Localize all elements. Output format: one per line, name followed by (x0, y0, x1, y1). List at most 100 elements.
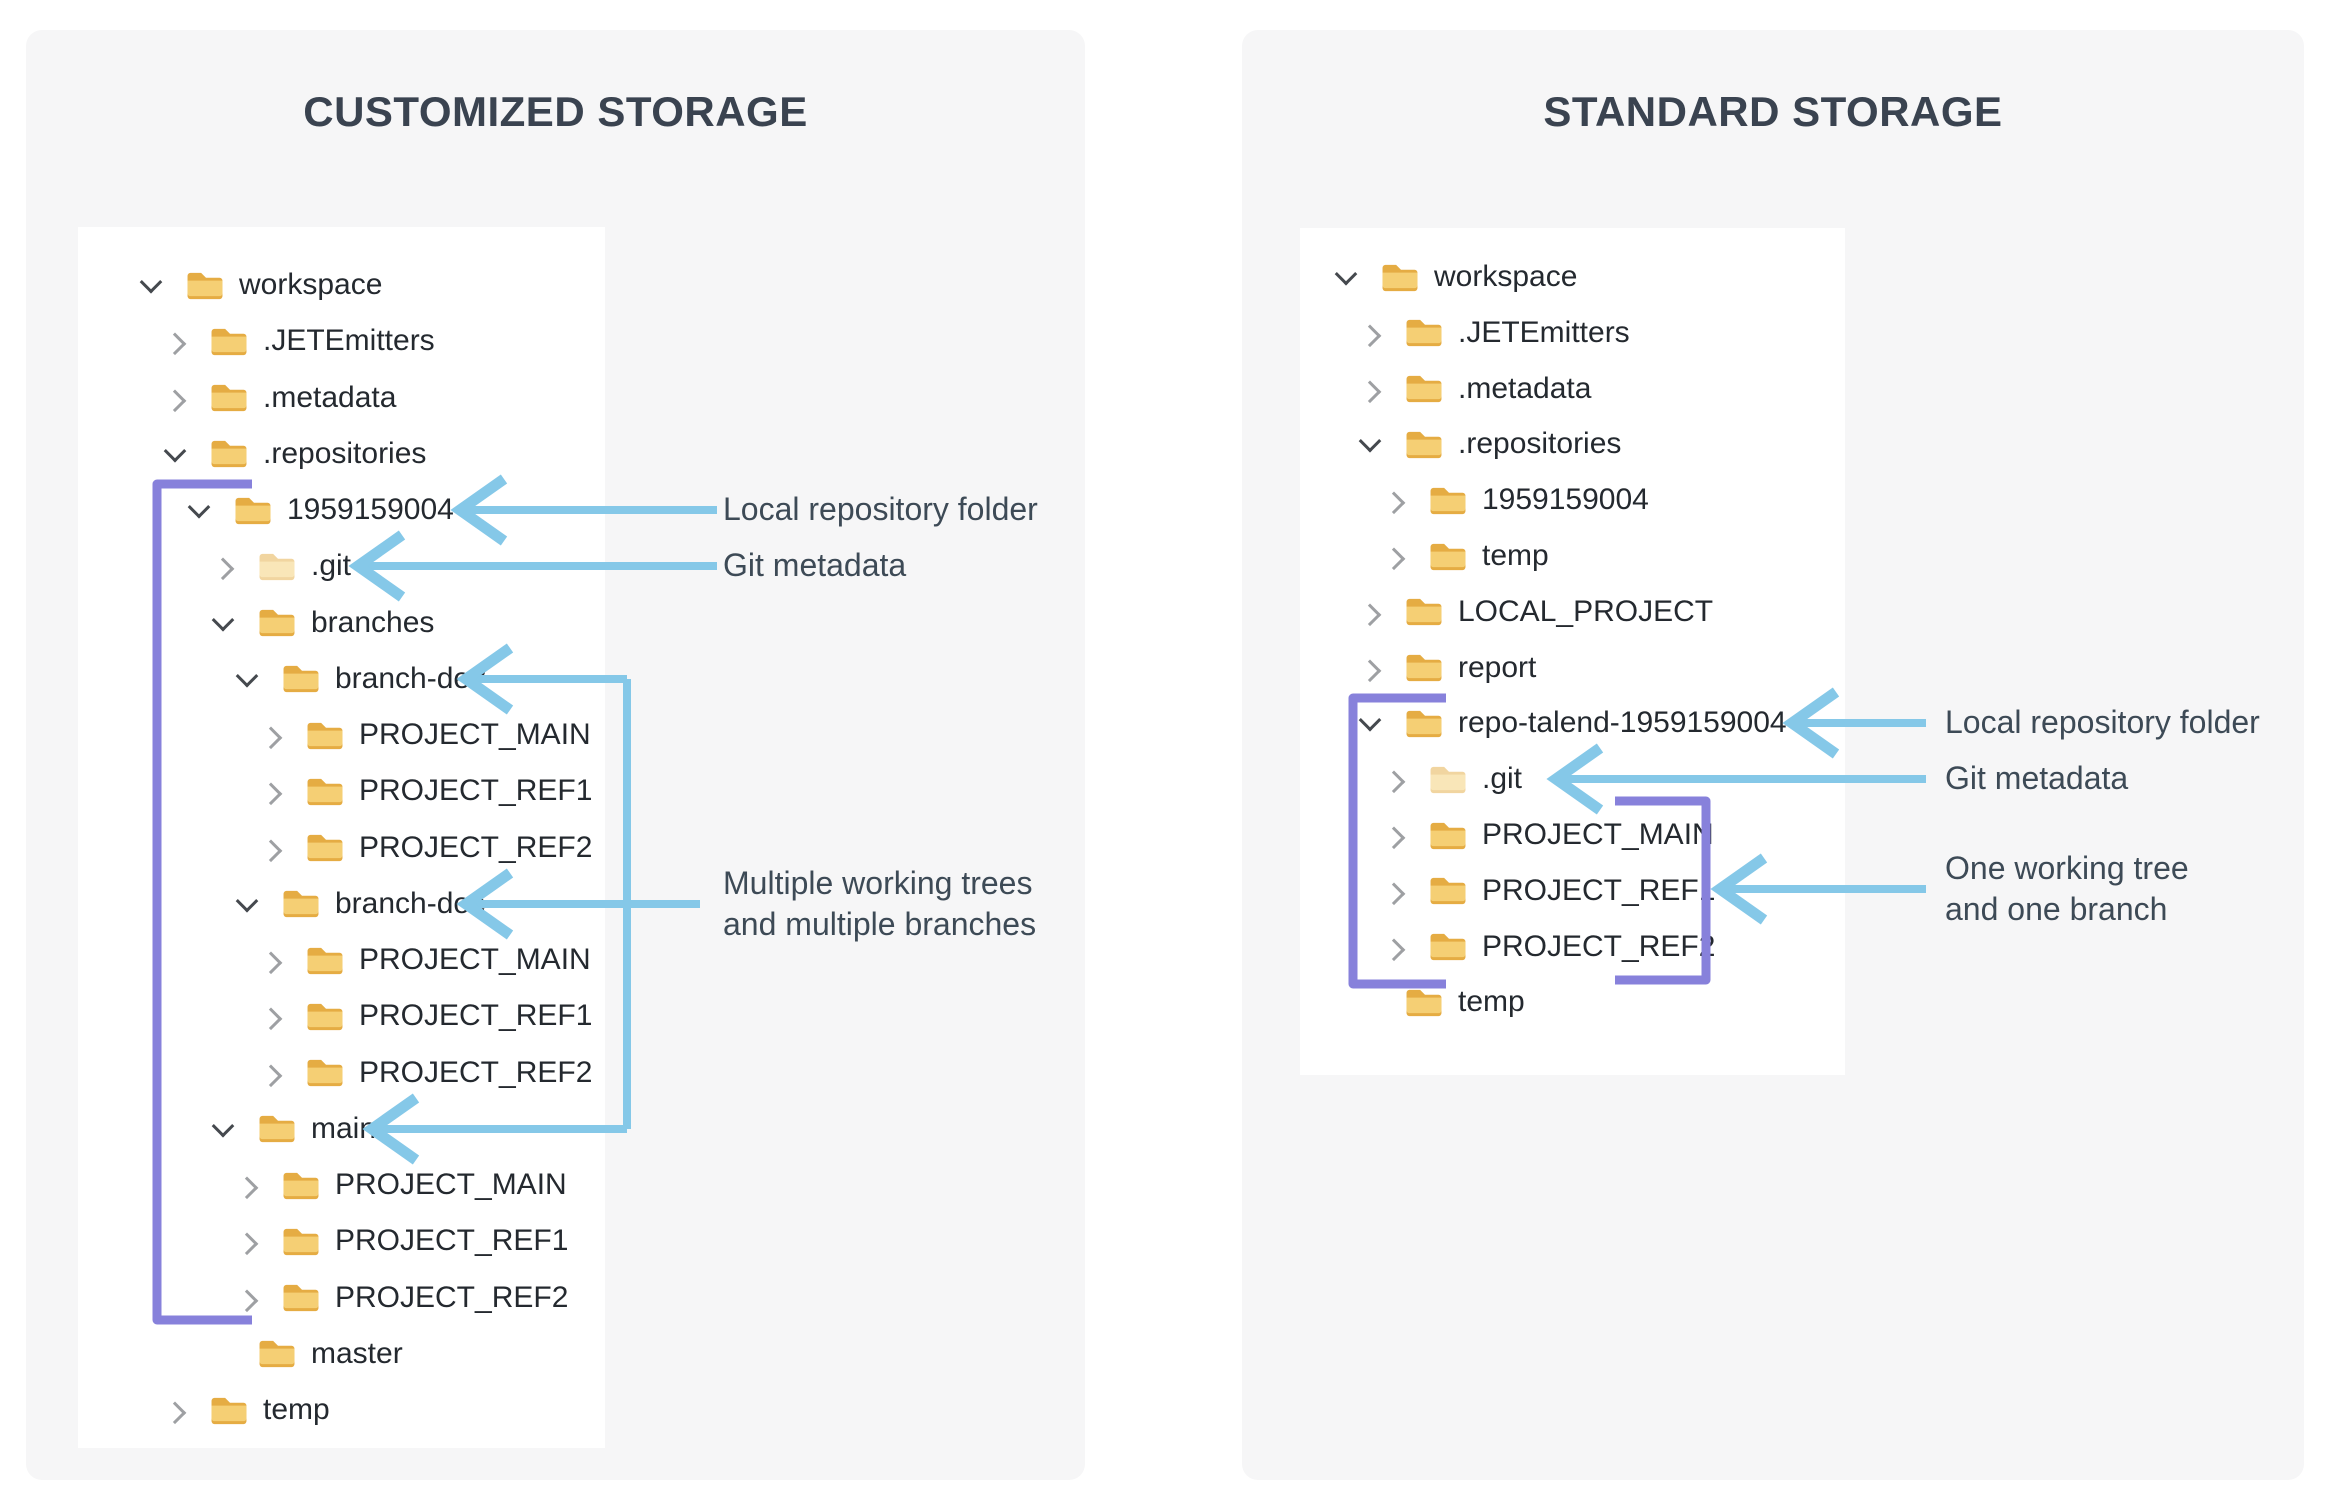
folder-icon (1406, 320, 1442, 347)
tree-row-project-ref1[interactable]: PROJECT_REF1 (1300, 868, 1845, 914)
tree-row-repositories[interactable]: .repositories (78, 431, 605, 477)
tree-row-repositories[interactable]: .repositories (1300, 421, 1845, 467)
tree-row-jetemitters[interactable]: .JETEmitters (1300, 310, 1845, 356)
tree-row-workspace[interactable]: workspace (78, 262, 605, 308)
chevron-right-icon[interactable] (211, 557, 235, 581)
tree-row-project-ref2[interactable]: PROJECT_REF2 (78, 1050, 605, 1096)
folder-icon (283, 1228, 319, 1255)
tree-row-workspace[interactable]: workspace (1300, 254, 1845, 300)
tree-row-project-ref1[interactable]: PROJECT_REF1 (78, 1218, 605, 1264)
folder-icon (307, 778, 343, 805)
chevron-right-icon[interactable] (259, 726, 283, 750)
chevron-down-icon[interactable] (139, 270, 163, 294)
chevron-right-icon[interactable] (1358, 659, 1382, 682)
tree-row-project-main[interactable]: PROJECT_MAIN (1300, 812, 1845, 858)
chevron-down-icon[interactable] (211, 1114, 235, 1138)
folder-icon (1406, 599, 1442, 626)
tree-row-local-project[interactable]: LOCAL_PROJECT (1300, 589, 1845, 635)
tree-row-metadata[interactable]: .metadata (1300, 366, 1845, 412)
tree-row-project-main[interactable]: PROJECT_MAIN (78, 712, 605, 758)
chevron-right-icon[interactable] (259, 951, 283, 975)
tree-row-project-main[interactable]: PROJECT_MAIN (78, 1162, 605, 1208)
chevron-down-icon[interactable] (235, 664, 259, 688)
tree-row-git[interactable]: .git (1300, 756, 1845, 802)
folder-icon (259, 1116, 295, 1143)
chevron-right-icon[interactable] (235, 1176, 259, 1200)
folder-label: .metadata (263, 380, 397, 414)
folder-label: 1959159004 (287, 493, 454, 526)
chevron-down-icon[interactable] (235, 889, 259, 913)
tree-row-jetemitters[interactable]: .JETEmitters (78, 318, 605, 364)
tree-row-branches[interactable]: branches (78, 600, 605, 646)
tree-row-metadata[interactable]: .metadata (78, 375, 605, 421)
chevron-right-icon[interactable] (1382, 938, 1406, 961)
folder-icon (1430, 822, 1466, 849)
chevron-down-icon[interactable] (211, 608, 235, 631)
folder-icon (211, 328, 247, 355)
tree-row-report[interactable]: report (1300, 645, 1845, 691)
folder-icon (283, 891, 319, 918)
chevron-right-icon[interactable] (163, 1401, 187, 1425)
tree-row-project-ref1[interactable]: PROJECT_REF1 (78, 768, 605, 814)
folder-icon (1430, 766, 1466, 793)
folder-label: PROJECT_REF2 (359, 830, 593, 864)
chevron-right-icon[interactable] (1382, 491, 1406, 515)
chevron-down-icon[interactable] (1358, 709, 1382, 732)
tree-row-temp[interactable]: temp (1300, 533, 1845, 579)
chevron-right-icon[interactable] (163, 389, 187, 412)
chevron-right-icon[interactable] (1382, 826, 1406, 850)
customized-storage-title: CUSTOMIZED STORAGE (303, 88, 808, 135)
tree-row-main[interactable]: main (78, 1106, 605, 1152)
annotation-text: and one branch (1945, 891, 2168, 927)
chevron-right-icon[interactable] (235, 1232, 259, 1256)
tree-row-1959159004[interactable]: 1959159004 (78, 487, 605, 533)
folder-label: PROJECT_MAIN (1482, 818, 1714, 851)
folder-icon (307, 1003, 343, 1030)
folder-icon (1382, 264, 1418, 291)
folder-icon (235, 497, 271, 524)
folder-label: .repositories (1458, 427, 1622, 461)
tree-row-repo-talend-1959159004[interactable]: repo-talend-1959159004 (1300, 700, 1845, 746)
tree-row-branch-doc[interactable]: branch-doc (78, 881, 605, 927)
chevron-right-icon[interactable] (259, 839, 283, 862)
folder-label: PROJECT_REF1 (1482, 873, 1716, 907)
tree-row-project-main[interactable]: PROJECT_MAIN (78, 937, 605, 983)
chevron-right-icon[interactable] (1358, 324, 1382, 347)
chevron-down-icon[interactable] (163, 439, 187, 463)
folder-label: PROJECT_REF1 (335, 1224, 569, 1258)
tree-row-branch-dev[interactable]: branch-dev (78, 656, 605, 702)
chevron-right-icon[interactable] (259, 1007, 283, 1031)
annotation-text: Git metadata (723, 547, 907, 583)
tree-row-temp[interactable]: temp (78, 1387, 605, 1433)
tree-row-master[interactable]: master (78, 1331, 605, 1377)
chevron-right-icon[interactable] (1382, 882, 1406, 905)
tree-row-git[interactable]: .git (78, 543, 605, 589)
folder-icon (307, 1059, 343, 1087)
folder-label: workspace (1434, 260, 1578, 293)
tree-row-project-ref2[interactable]: PROJECT_REF2 (78, 1275, 605, 1321)
folder-label: 1959159004 (1482, 483, 1649, 517)
chevron-right-icon[interactable] (1358, 380, 1382, 403)
annotation-text: Git metadata (1945, 760, 2129, 796)
chevron-down-icon[interactable] (187, 495, 211, 519)
tree-row-1959159004[interactable]: 1959159004 (1300, 477, 1845, 523)
tree-row-project-ref2[interactable]: PROJECT_REF2 (78, 825, 605, 871)
tree-row-temp[interactable]: temp (1300, 979, 1845, 1025)
chevron-down-icon[interactable] (1334, 262, 1358, 286)
folder-label: PROJECT_MAIN (359, 943, 591, 976)
chevron-right-icon[interactable] (163, 332, 187, 356)
chevron-down-icon[interactable] (1358, 430, 1382, 453)
chevron-right-icon[interactable] (1382, 547, 1406, 571)
chevron-right-icon[interactable] (1382, 770, 1406, 794)
chevron-right-icon[interactable] (259, 1064, 283, 1087)
chevron-right-icon[interactable] (259, 782, 283, 806)
folder-icon (1406, 375, 1442, 403)
folder-icon (1430, 933, 1466, 961)
tree-row-project-ref2[interactable]: PROJECT_REF2 (1300, 924, 1845, 970)
chevron-right-icon[interactable] (235, 1289, 259, 1312)
folder-label: report (1458, 650, 1537, 684)
chevron-right-icon[interactable] (1358, 603, 1382, 626)
folder-label: LOCAL_PROJECT (1458, 594, 1714, 628)
tree-row-project-ref1[interactable]: PROJECT_REF1 (78, 993, 605, 1039)
folder-icon (307, 834, 343, 862)
